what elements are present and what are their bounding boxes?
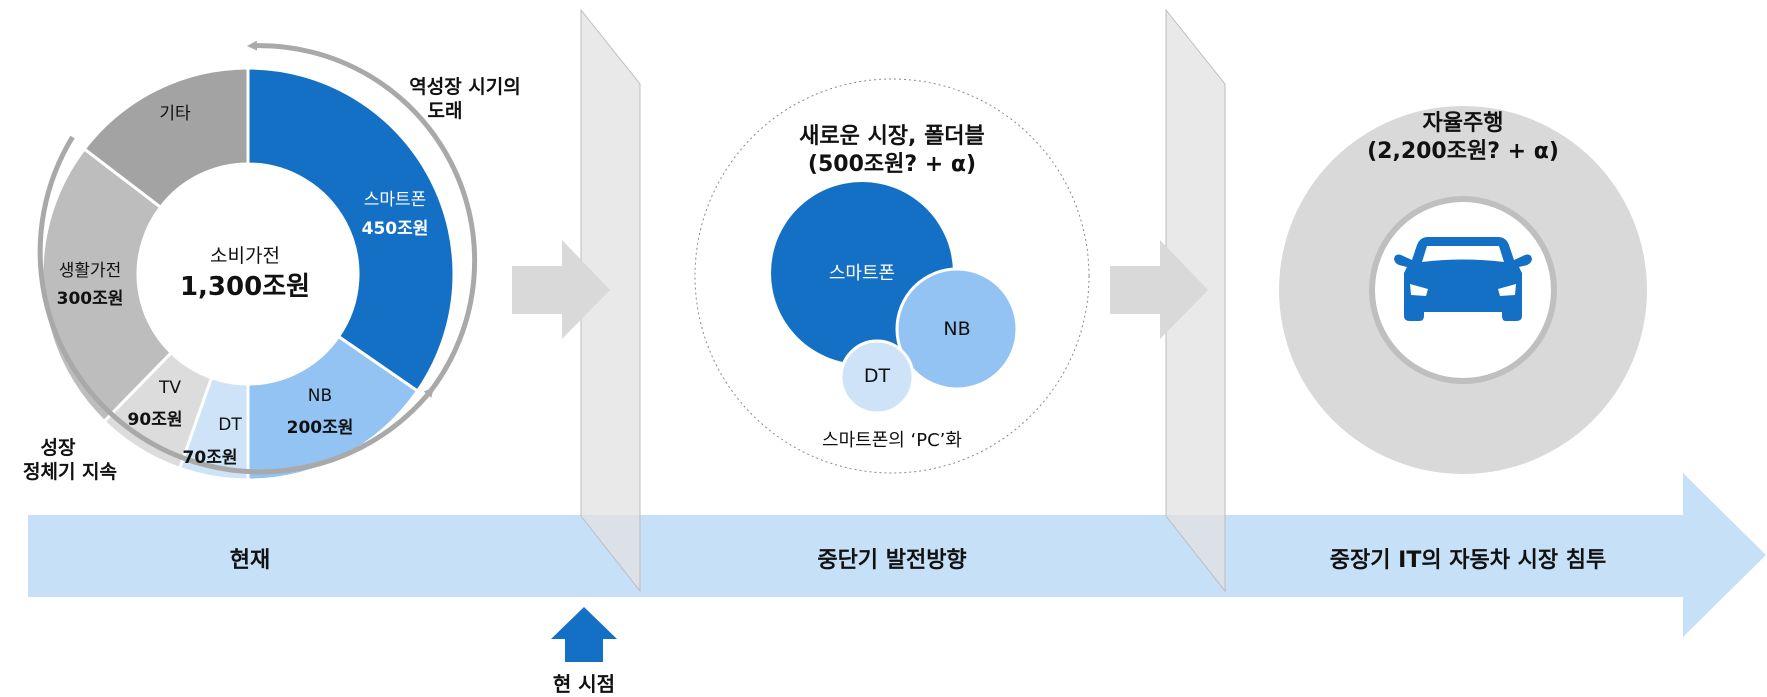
bubble-label-dt: DT <box>863 365 891 387</box>
donut-slice-4 <box>40 146 174 424</box>
donut-slice-5 <box>82 66 250 210</box>
slice-label-other: 기타 <box>159 104 191 124</box>
donut-slice-0 <box>246 66 456 394</box>
bubble-nb <box>895 267 1019 391</box>
slice-value-smartphone: 450조원 <box>361 219 429 239</box>
slice-label-dt: DT <box>218 415 242 435</box>
slice-label-nb: NB <box>307 386 333 406</box>
midterm-title-line1: 새로운 시장, 폴더블 <box>799 124 985 149</box>
timeline-stage-midterm: 중단기 발전방향 <box>817 548 967 573</box>
car-icon <box>1394 237 1532 321</box>
midterm-market-circle <box>694 78 1090 474</box>
now-marker-arrow <box>551 607 617 662</box>
timeline-stage-longterm: 중장기 IT의 자동차 시장 침투 <box>1329 548 1607 573</box>
midterm-caption: 스마트폰의 ‘PC’화 <box>822 430 962 451</box>
decline-label-line2: 도래 <box>427 100 463 122</box>
decline-label-line1: 역성장 시기의 <box>409 76 521 98</box>
slice-label-tv: TV <box>158 378 181 398</box>
slice-value-tv: 90조원 <box>127 410 183 430</box>
slice-value-dt: 70조원 <box>182 448 238 468</box>
transition-arrow-1 <box>512 240 610 339</box>
midterm-title-line2: (500조원? + α) <box>807 152 977 177</box>
bubble-dt <box>839 339 915 415</box>
longterm-title-line1: 자율주행 <box>1422 111 1504 136</box>
timeline-arrow <box>28 473 1766 637</box>
divider-panel-1 <box>580 8 641 593</box>
longterm-title-line2: (2,200조원? + α) <box>1367 139 1559 164</box>
slice-label-appliance: 생활가전 <box>58 261 122 281</box>
bubble-label-nb: NB <box>943 318 971 340</box>
transition-arrow-2 <box>1110 240 1208 339</box>
stagnation-label-line2: 정체기 지속 <box>22 461 117 483</box>
donut-chart <box>40 66 456 482</box>
slice-value-appliance: 300조원 <box>56 289 124 309</box>
decline-curve-arrow <box>247 40 478 393</box>
slice-label-smartphone: 스마트폰 <box>363 190 427 210</box>
slice-value-nb: 200조원 <box>286 418 354 438</box>
stagnation-label-line1: 성장 <box>40 437 76 459</box>
donut-center-value: 1,300조원 <box>179 272 311 302</box>
bubble-label-smartphone: 스마트폰 <box>828 263 896 284</box>
growth-curve-arrow <box>37 135 434 475</box>
donut-center-title: 소비가전 <box>210 245 280 267</box>
now-marker-label: 현 시점 <box>552 672 616 696</box>
timeline-stage-current: 현재 <box>229 548 271 573</box>
